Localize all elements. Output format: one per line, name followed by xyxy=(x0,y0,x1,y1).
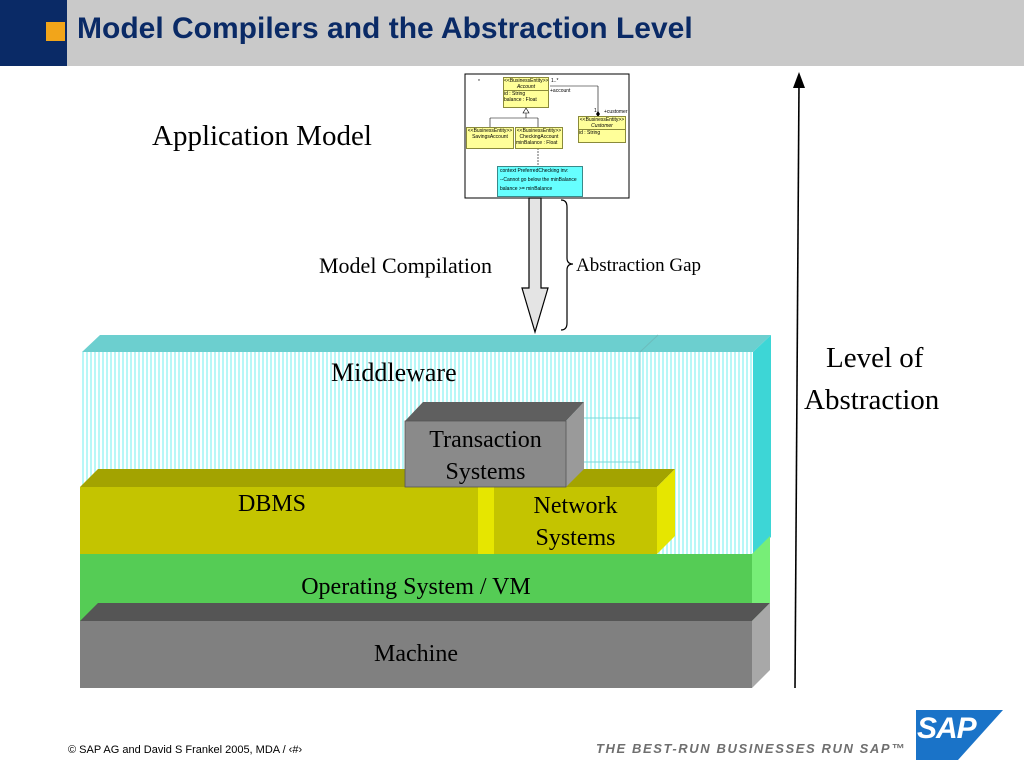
uml-role: +account xyxy=(550,88,571,94)
uml-attribute: balance : Float xyxy=(504,97,537,103)
machine-box xyxy=(80,621,752,688)
dbms-box xyxy=(80,487,478,554)
uml-note-line: balance >= minBalance xyxy=(500,186,553,192)
transaction-box xyxy=(404,420,567,488)
abstraction-level-arrow xyxy=(794,83,800,689)
uml-class-customer: <<BusinessEntity>> Customer id : String xyxy=(578,116,626,143)
transaction-line: Systems xyxy=(445,459,526,485)
uml-constraint-note: context PreferredChecking inv: --Cannot … xyxy=(497,166,583,197)
uml-stereotype: <<BusinessEntity>> xyxy=(579,117,625,123)
uml-multiplicity: 1..* xyxy=(551,78,559,84)
arrowhead-icon xyxy=(793,72,805,88)
machine-label: Machine xyxy=(374,641,458,667)
network-line: Network xyxy=(533,493,618,519)
uml-note-line: --Cannot go below the minBalance xyxy=(500,177,577,183)
uml-class-name: CheckingAccount xyxy=(519,134,559,140)
middleware-label: Middleware xyxy=(331,358,457,387)
transaction-side xyxy=(566,402,584,487)
uml-attribute: minBalance : Float xyxy=(516,140,558,146)
uml-attribute: id : String xyxy=(579,130,601,136)
middleware-top xyxy=(82,335,771,352)
abstraction-gap-brace xyxy=(560,199,574,331)
machine-side xyxy=(752,603,770,688)
network-box xyxy=(494,487,657,554)
title-bullet-icon xyxy=(46,22,65,41)
os-label: Operating System / VM xyxy=(301,574,531,600)
uml-class-account: <<BusinessEntity>> Account id : String b… xyxy=(503,77,549,108)
network-systems-label: Network Systems xyxy=(494,490,657,554)
uml-note-line: context PreferredChecking inv: xyxy=(500,168,569,174)
abstraction-label: Abstraction xyxy=(804,384,940,416)
model-compilation-label: Model Compilation xyxy=(319,253,492,278)
copyright-footer: © SAP AG and David S Frankel 2005, MDA /… xyxy=(68,744,303,756)
os-side xyxy=(752,536,770,621)
uml-stereotype: <<BusinessEntity>> xyxy=(516,128,562,134)
transaction-systems-label: Transaction Systems xyxy=(405,424,566,488)
application-model-label: Application Model xyxy=(152,120,372,152)
uml-stereotype: <<BusinessEntity>> xyxy=(504,78,549,84)
abstraction-gap-label: Abstraction Gap xyxy=(576,255,702,276)
uml-multiplicity: * xyxy=(478,79,480,85)
level-of-label: Level of xyxy=(826,342,924,374)
title-bar xyxy=(0,0,1024,66)
uml-stereotype: <<BusinessEntity>> xyxy=(467,128,513,134)
uml-multiplicity: 1 xyxy=(594,108,597,114)
uml-role: +customer xyxy=(604,109,628,115)
compilation-arrow xyxy=(521,197,549,335)
sap-logo-text: SAP xyxy=(917,712,977,745)
uml-class-name: Customer xyxy=(579,123,625,130)
network-side xyxy=(657,469,675,554)
uml-class-name: SavingsAccount xyxy=(472,134,508,140)
sap-logo-icon xyxy=(916,710,1003,760)
page-title: Model Compilers and the Abstraction Leve… xyxy=(77,12,693,45)
uml-class-checking: <<BusinessEntity>> CheckingAccount minBa… xyxy=(515,127,563,149)
dbms-label: DBMS xyxy=(238,491,307,517)
machine-top xyxy=(80,603,770,621)
transaction-line: Transaction xyxy=(429,427,542,453)
sap-tagline: THE BEST-RUN BUSINESSES RUN SAP™ xyxy=(596,741,906,756)
dbms-top xyxy=(80,469,675,487)
transaction-top xyxy=(405,402,584,421)
middleware-side xyxy=(753,335,771,554)
uml-attribute: id : String xyxy=(504,91,526,97)
uml-class-name: Account xyxy=(504,84,548,91)
network-line: Systems xyxy=(535,525,616,551)
uml-class-savings: <<BusinessEntity>> SavingsAccount xyxy=(466,127,514,149)
